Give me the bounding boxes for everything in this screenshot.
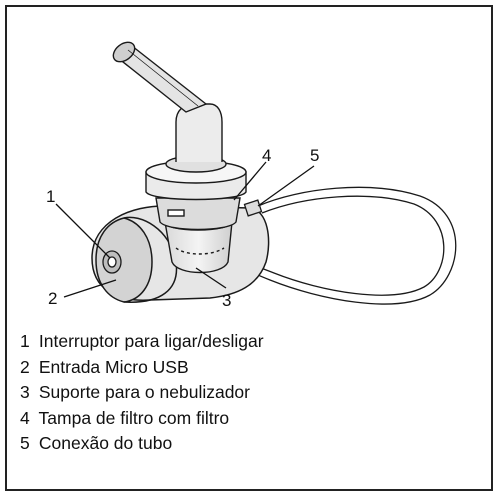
legend-text: Interruptor para ligar/desligar: [38, 331, 264, 351]
legend-number: 5: [20, 433, 30, 453]
leader-line-4: [233, 161, 267, 201]
legend-text: Suporte para o nebulizador: [38, 382, 250, 402]
callout-3: 3: [222, 291, 231, 310]
power-switch-icon: [102, 250, 122, 274]
leader-lines: [55, 161, 315, 298]
callout-1: 1: [46, 187, 55, 206]
legend-text: Conexão do tubo: [38, 433, 173, 453]
legend-number: 1: [20, 331, 30, 351]
filter-cap: [155, 197, 241, 231]
leader-line-2: [63, 279, 117, 298]
legend-item-5: 5 Conexão do tubo: [20, 431, 480, 457]
tube: [231, 186, 457, 305]
collar-ring: [145, 155, 247, 201]
leader-line-1: [55, 203, 111, 259]
legend-item-2: 2 Entrada Micro USB: [20, 355, 480, 381]
legend-text: Entrada Micro USB: [38, 356, 189, 377]
legend-item-3: 3 Suporte para o nebulizador: [20, 380, 480, 406]
legend-number: 2: [20, 356, 30, 377]
leader-line-5: [257, 165, 315, 207]
legend-item-4: 4 Tampa de filtro com filtro: [20, 406, 480, 432]
callout-5: 5: [310, 146, 319, 165]
callout-2: 2: [48, 289, 57, 308]
mouthpiece: [112, 41, 223, 162]
legend-number: 4: [20, 407, 30, 428]
tube-connector: [243, 199, 263, 217]
leader-line-3: [195, 267, 227, 289]
callout-4: 4: [262, 146, 271, 165]
legend-text: Tampa de filtro com filtro: [38, 407, 230, 428]
legend: 1 Interruptor para ligar/desligar 2 Entr…: [20, 329, 480, 457]
legend-number: 3: [20, 382, 30, 402]
legend-item-1: 1 Interruptor para ligar/desligar: [20, 329, 480, 355]
